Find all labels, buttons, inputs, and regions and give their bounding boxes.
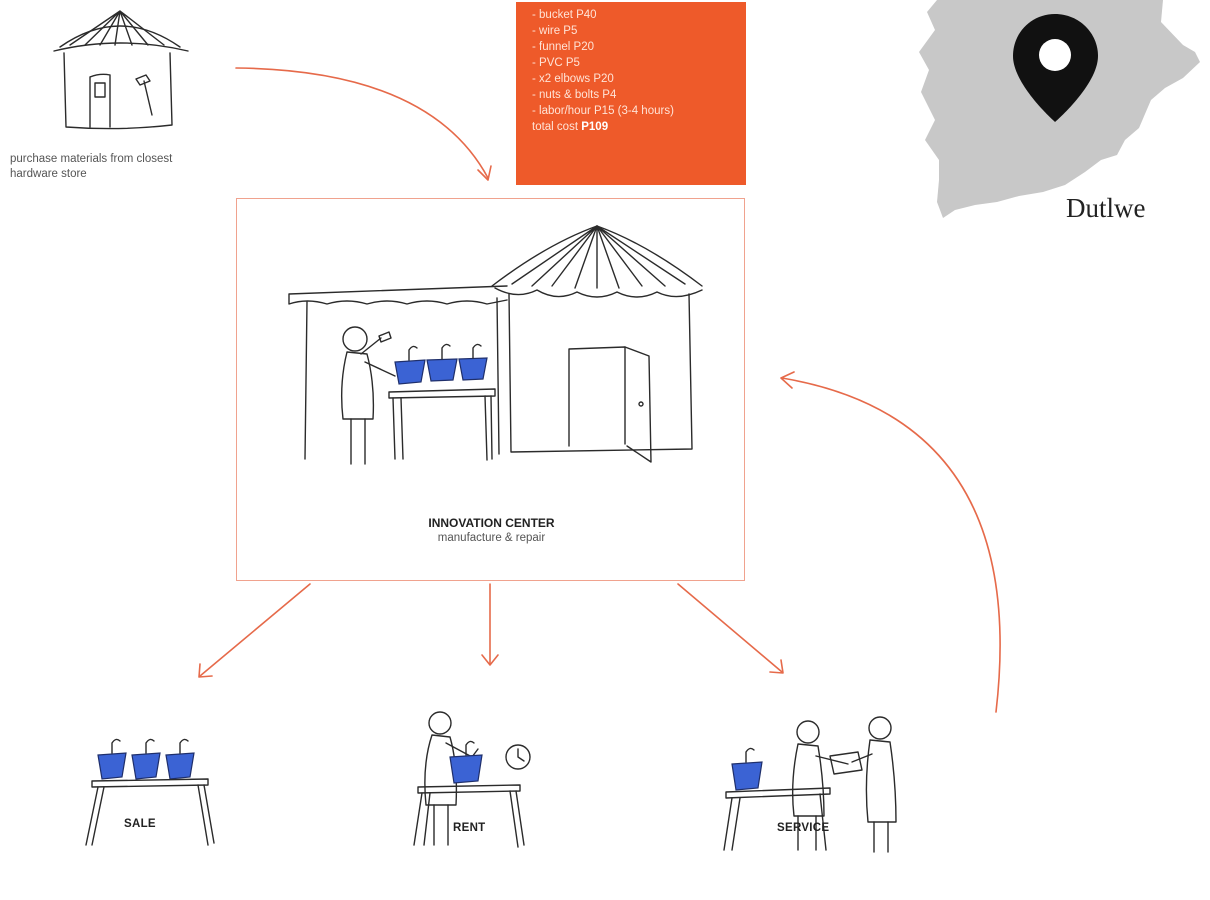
cost-item: - nuts & bolts P4 — [532, 89, 617, 101]
cost-item: - labor/hour P15 (3-4 hours) — [532, 105, 674, 117]
innovation-center-sketch — [288, 225, 703, 465]
hardware-store-sketch — [53, 10, 189, 130]
sale-sketch — [85, 738, 215, 846]
rent-label: RENT — [453, 822, 486, 834]
service-sketch — [723, 716, 897, 853]
innovation-center-subtitle: manufacture & repair — [437, 532, 546, 544]
store-caption-line: hardware store — [10, 168, 87, 180]
arrow-service-to-center — [781, 377, 1001, 713]
arrow-store-to-center — [235, 67, 489, 179]
cost-item: - funnel P20 — [532, 41, 595, 53]
service-label: SERVICE — [777, 822, 830, 834]
region-map — [919, 0, 1200, 218]
location-name: Dutlwe — [1066, 193, 1146, 223]
map-pin-icon — [1013, 14, 1098, 122]
cost-breakdown-box: - bucket P40 - wire P5 - funnel P20 - PV… — [516, 2, 746, 185]
store-caption: purchase materials from closest hardware… — [10, 152, 270, 182]
rent-sketch — [413, 711, 531, 848]
cost-item: - PVC P5 — [532, 57, 580, 69]
cost-item: - bucket P40 — [532, 9, 597, 21]
sale-label: SALE — [124, 818, 156, 830]
arrow-center-to-service — [677, 583, 783, 673]
store-caption-line: purchase materials from closest — [10, 153, 173, 165]
cost-total-value: P109 — [581, 121, 609, 133]
cost-total-label: total cost — [532, 121, 579, 133]
cost-total: total cost P109 — [532, 119, 746, 135]
innovation-center-title: INNOVATION CENTER — [428, 516, 555, 530]
innovation-center-box: INNOVATION CENTER manufacture & repair — [236, 198, 745, 581]
cost-item: - x2 elbows P20 — [532, 73, 614, 85]
arrow-center-to-sale — [199, 583, 311, 677]
cost-item: - wire P5 — [532, 25, 578, 37]
